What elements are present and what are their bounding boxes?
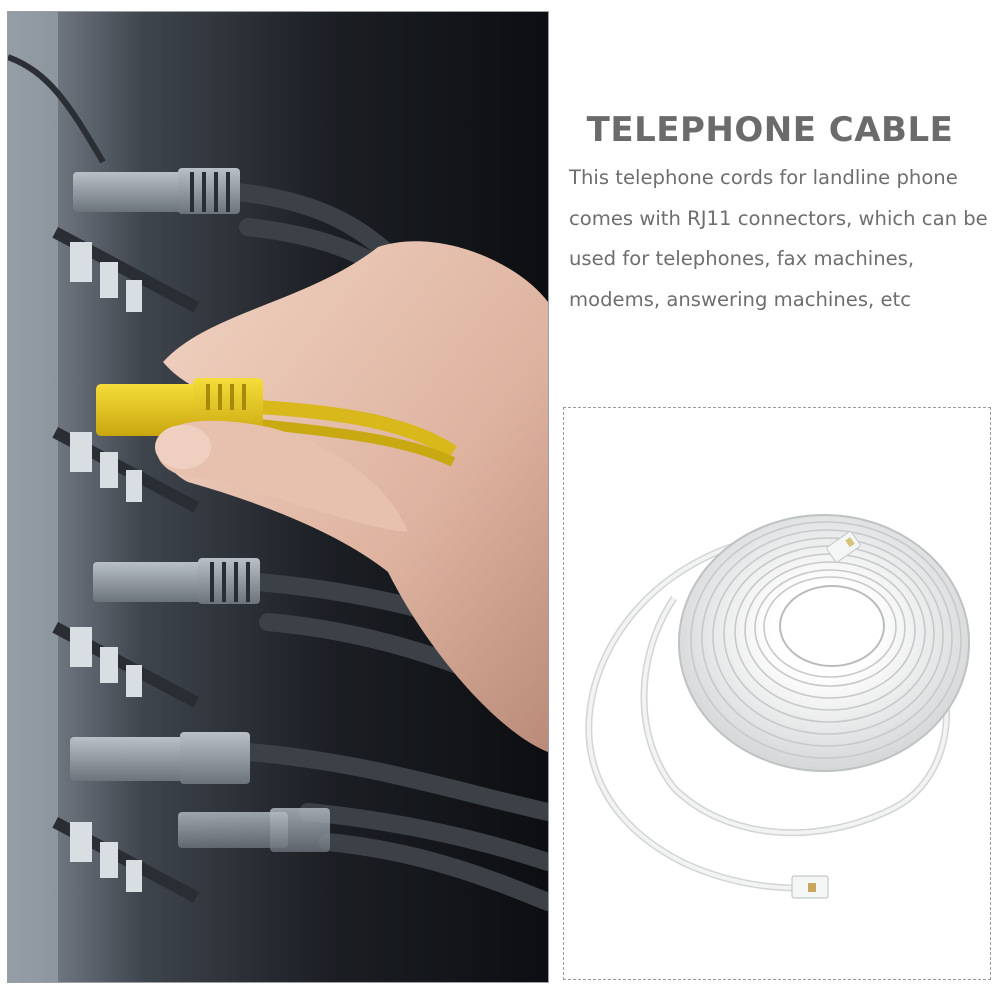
lifestyle-photo [7,11,549,983]
product-description: This telephone cords for landline phone … [569,166,988,311]
product-image-frame [563,407,991,980]
patch-panel-illustration [8,12,548,982]
product-title: TELEPHONE CABLE [586,110,954,150]
cable-coil-illustration [585,514,970,899]
